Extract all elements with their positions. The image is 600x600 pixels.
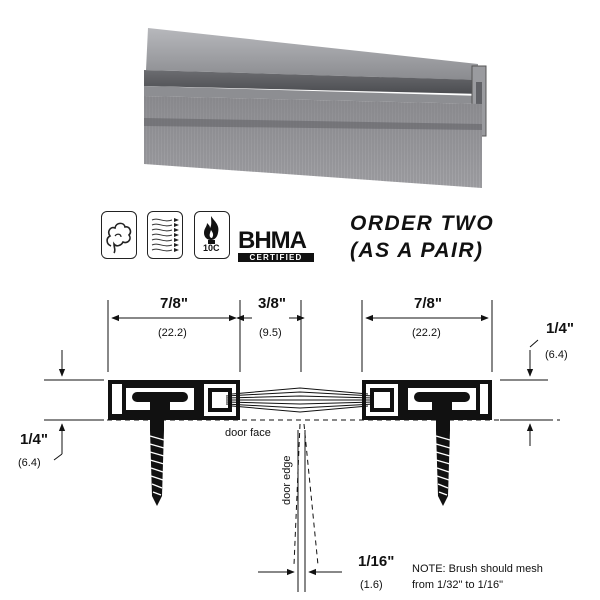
bhma-certified-text: CERTIFIED <box>238 253 314 262</box>
dim-right-width-fraction: 7/8" <box>414 295 442 312</box>
note-line-1: NOTE: Brush should mesh <box>412 563 543 575</box>
dim-right-height-metric: (6.4) <box>545 349 568 361</box>
door-edge-label: door edge <box>281 455 293 505</box>
dim-center-gap-metric: (9.5) <box>259 327 282 339</box>
dim-right-width-metric: (22.2) <box>412 327 441 339</box>
dim-center-gap-fraction: 3/8" <box>258 295 286 312</box>
cross-section-drawing: 7/8" 3/8" 7/8" 1/4" 1/4" 1/16" (22.2) (9… <box>18 295 574 592</box>
bhma-certified-logo: BHMA CERTIFIED <box>238 227 314 262</box>
aluminum-extrusion <box>144 28 487 137</box>
smoke-icon <box>101 211 137 259</box>
note-line-2: from 1/32" to 1/16" <box>412 579 503 591</box>
left-profile <box>108 380 240 420</box>
dim-left-height-metric: (6.4) <box>18 457 41 469</box>
brush-bristles <box>225 387 375 413</box>
fire-rating-label: 10C <box>203 243 220 253</box>
right-screw <box>435 420 451 506</box>
dim-left-width-metric: (22.2) <box>158 327 187 339</box>
dim-right-height-fraction: 1/4" <box>546 320 574 337</box>
draft-air-icon <box>147 211 183 259</box>
door-face-label: door face <box>225 427 271 439</box>
door-edge-lines <box>293 423 319 566</box>
brush-strip <box>144 96 482 188</box>
fire-rating-icon: 10C <box>194 211 230 259</box>
dim-mesh-gap-fraction: 1/16" <box>358 553 394 570</box>
right-profile <box>362 380 492 420</box>
order-line-2: (AS A PAIR) <box>350 239 484 262</box>
order-callout: ORDER TWO (AS A PAIR) <box>350 210 494 264</box>
left-screw <box>149 420 165 506</box>
product-photo <box>144 28 487 188</box>
dim-left-height-fraction: 1/4" <box>20 431 48 448</box>
order-line-1: ORDER TWO <box>350 212 495 235</box>
dim-mesh-gap-metric: (1.6) <box>360 579 383 591</box>
bhma-text: BHMA <box>238 227 307 254</box>
dim-left-width-fraction: 7/8" <box>160 295 188 312</box>
